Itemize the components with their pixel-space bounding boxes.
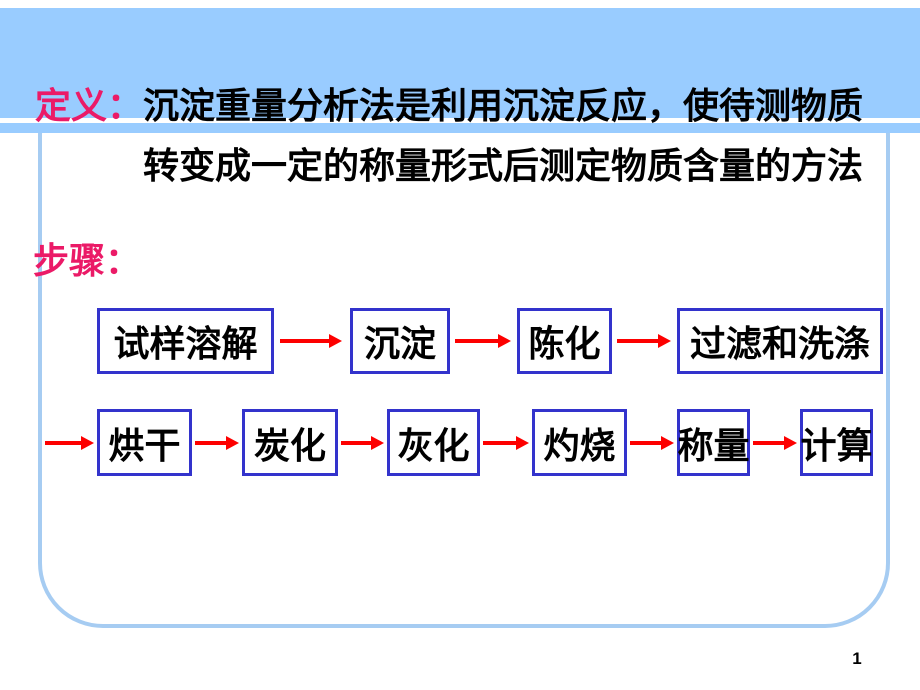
definition-line1: 定义：沉淀重量分析法是利用沉淀反应，使待测物质 [35,86,863,126]
flow-box-sample-dissolve: 试样溶解 [97,308,274,374]
arrow-head-icon [784,436,797,450]
flow-arrow [45,436,94,450]
definition-line2: 转变成一定的称量形式后测定物质含量的方法 [143,146,864,186]
flow-box-filter-wash: 过滤和洗涤 [677,308,883,374]
arrow-shaft [617,339,658,343]
flow-arrow [280,334,342,348]
arrow-head-icon [329,334,342,348]
arrow-head-icon [226,436,239,450]
arrow-head-icon [661,436,674,450]
page-number: 1 [852,649,862,668]
arrow-head-icon [498,334,511,348]
arrow-head-icon [516,436,529,450]
flow-box-ash: 灰化 [387,409,480,476]
band-divider-line [0,118,920,123]
arrow-shaft [483,441,516,445]
arrow-head-icon [658,334,671,348]
arrow-shaft [455,339,498,343]
flow-box-calculate: 计算 [800,409,873,476]
flow-box-aging: 陈化 [517,308,612,374]
arrow-shaft [280,339,329,343]
flow-arrow [753,436,797,450]
definition-text1: 沉淀重量分析法是利用沉淀反应，使待测物质 [143,86,864,126]
arrow-shaft [341,441,371,445]
flow-box-dry: 烘干 [97,409,192,476]
arrow-shaft [195,441,226,445]
arrow-head-icon [371,436,384,450]
flow-box-weigh: 称量 [677,409,750,476]
flow-arrow [341,436,384,450]
arrow-head-icon [81,436,94,450]
flow-box-ignite: 灼烧 [532,409,627,476]
steps-label: 步骤： [33,241,142,281]
flow-arrow [630,436,674,450]
flow-arrow [195,436,239,450]
arrow-shaft [45,441,81,445]
title-band [0,8,920,133]
flow-box-precipitate: 沉淀 [350,308,450,374]
arrow-shaft [630,441,661,445]
flow-box-char: 炭化 [242,409,338,476]
flow-arrow [617,334,671,348]
flow-arrow [483,436,529,450]
flow-arrow [455,334,511,348]
definition-label: 定义： [35,86,144,126]
arrow-shaft [753,441,784,445]
